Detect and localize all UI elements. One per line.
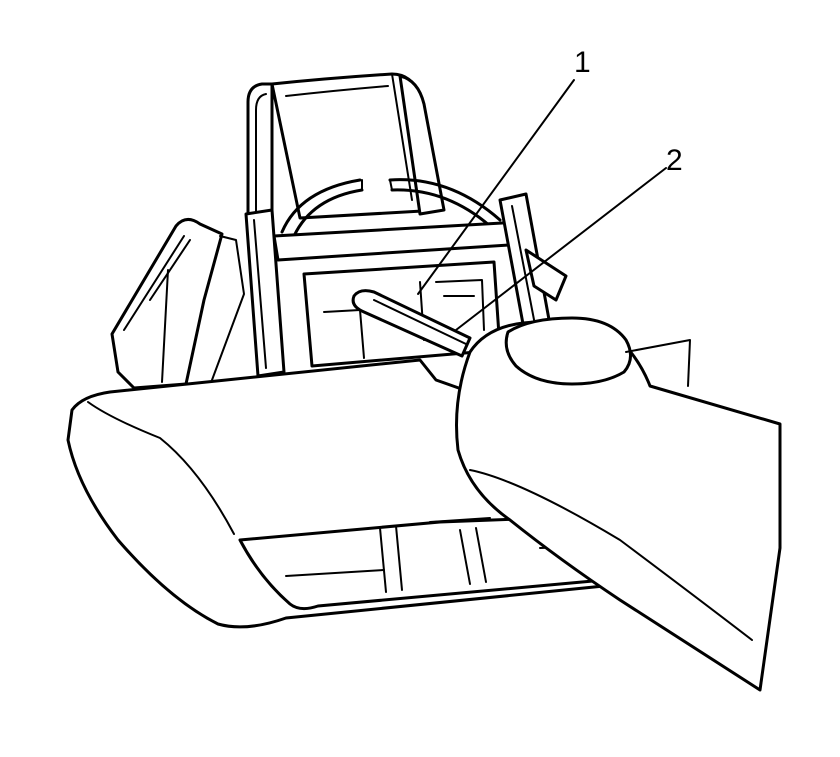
callout-1-leader [417, 79, 575, 295]
screwdriver-blade [351, 289, 472, 358]
connector-side-clip [110, 218, 245, 390]
connector-retainer-arch [280, 178, 502, 238]
callout-leaders [417, 79, 667, 331]
screwdriver-handle [455, 316, 782, 692]
connector-lock-tab [246, 72, 446, 234]
callout-2-label: 2 [666, 144, 683, 177]
callout-1-label: 1 [574, 46, 591, 79]
callout-2-leader [455, 167, 667, 331]
